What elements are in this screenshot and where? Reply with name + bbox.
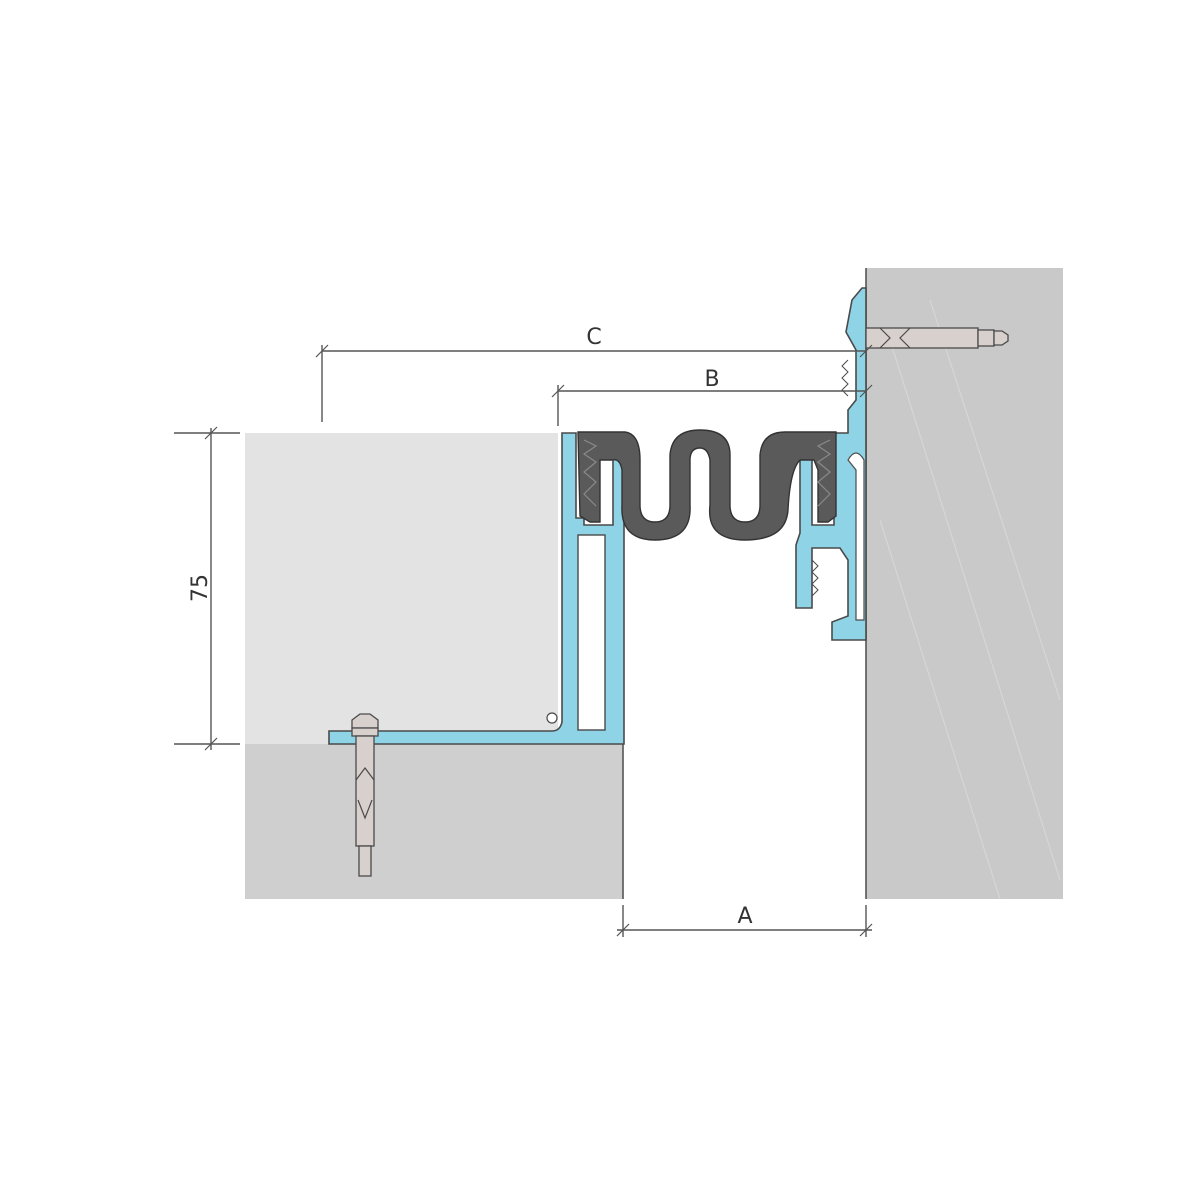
concrete-slab-left bbox=[245, 744, 623, 899]
wall-right bbox=[866, 268, 1063, 899]
dimension-a-label: A bbox=[737, 904, 752, 929]
bellows-right-teeth bbox=[816, 439, 832, 507]
wall-texture bbox=[879, 299, 1061, 900]
rubber-bellows-insert bbox=[577, 429, 837, 541]
floor-anchor-bolt bbox=[351, 713, 379, 877]
dimension-b: B bbox=[551, 367, 873, 426]
left-aluminium-profile bbox=[328, 432, 625, 745]
dimension-height: 75 bbox=[174, 426, 240, 751]
dimension-b-label: B bbox=[704, 367, 719, 392]
wall-anchor-bolt bbox=[865, 327, 1009, 349]
right-aluminium-profile bbox=[795, 287, 867, 641]
dimension-c-label: C bbox=[586, 325, 601, 350]
bellows-left-teeth bbox=[582, 439, 598, 507]
dimension-height-label: 75 bbox=[188, 574, 213, 602]
dimension-a: A bbox=[616, 904, 873, 937]
floor-finish-block bbox=[245, 433, 558, 744]
dimension-c: C bbox=[315, 325, 873, 422]
